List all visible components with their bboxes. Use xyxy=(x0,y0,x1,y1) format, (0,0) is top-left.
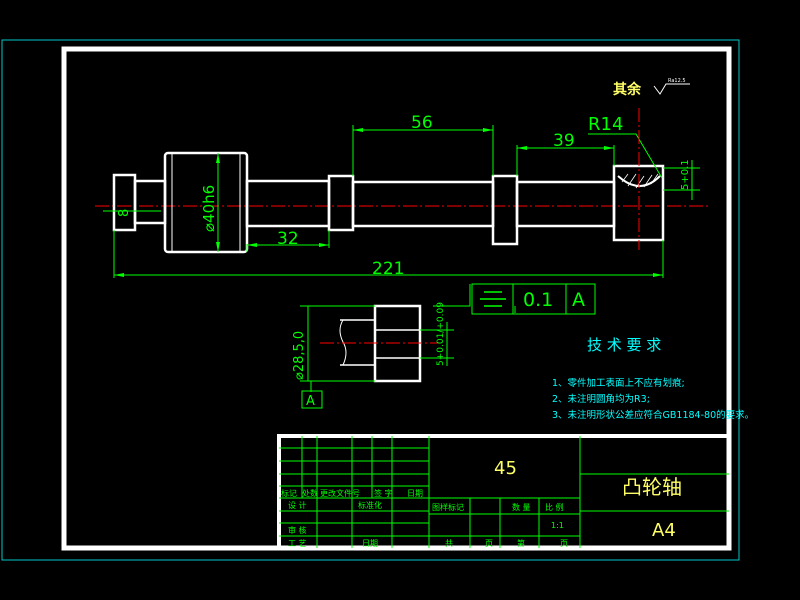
dim-8: 8 xyxy=(117,209,132,217)
feature-control-frame: 0.1 A xyxy=(471,283,596,315)
tb-part-name: 凸轮轴 xyxy=(622,475,682,499)
cam-hatch xyxy=(621,173,659,189)
roughness-value: Ra12.5 xyxy=(668,78,686,84)
tb-ratio: 比 例 xyxy=(545,502,564,512)
roughness-note: 其余 Ra12.5 xyxy=(613,78,690,98)
section-view: ⌀28,5,0 5+0.01/+0.09 0.1 A A xyxy=(292,283,596,409)
shaft-collar-2 xyxy=(491,174,519,246)
symmetry-icon xyxy=(480,291,506,307)
tb-sheet-size: A4 xyxy=(652,520,676,541)
tb-sign: 签 字 xyxy=(374,488,393,498)
tb-design: 设 计 xyxy=(288,500,307,510)
datum-box xyxy=(301,390,323,409)
inner-frame xyxy=(61,46,732,551)
tb-scale: 1:1 xyxy=(551,521,564,530)
shaft-neck xyxy=(133,179,167,225)
tb-review: 审 核 xyxy=(288,525,307,535)
dim-32: 32 xyxy=(277,229,299,249)
technical-requirements: 技 术 要 求 1、零件加工表面上不应有划痕; 2、未注明圆角均为R3; 3、未… xyxy=(552,336,754,421)
dim-221: 221 xyxy=(372,259,404,279)
dimension-texts: 56 R14 39 32 221 ⌀40h6 8 5+0.1 xyxy=(117,113,691,279)
dim-28: ⌀28,5,0 xyxy=(292,331,307,380)
tech-req-item-1: 1、零件加工表面上不应有划痕; xyxy=(552,377,685,389)
tech-req-item-2: 2、未注明圆角均为R3; xyxy=(552,393,650,405)
tb-count: 处数 xyxy=(302,488,318,498)
tb-date2: 日期 xyxy=(362,539,378,548)
tb-page2: 页 xyxy=(560,539,568,548)
dim-r14: R14 xyxy=(588,114,623,135)
tb-no: 第 xyxy=(517,538,525,548)
tb-std: 标准化 xyxy=(358,500,382,510)
tb-stage: 图样标记 xyxy=(432,502,464,512)
shaft-collar-1 xyxy=(327,174,355,232)
tb-mark: 标记 xyxy=(281,488,297,498)
shaft-section-1 xyxy=(245,179,331,228)
dimension-lines xyxy=(103,125,700,278)
tb-doc: 更改文件号 xyxy=(320,488,360,498)
roughness-label: 其余 xyxy=(613,81,642,98)
title-block: 标记 处数 更改文件号 签 字 日期 设 计 标准化 审 核 工 艺 日期 图样… xyxy=(277,434,731,550)
tech-req-title: 技 术 要 求 xyxy=(587,336,661,354)
fcf-tolerance: 0.1 xyxy=(523,289,553,311)
shaft-section-2 xyxy=(351,180,495,228)
datum-label: A xyxy=(306,394,315,409)
shaft-outline xyxy=(112,151,665,254)
dim-39: 39 xyxy=(553,131,575,151)
dimension-arrows xyxy=(114,128,663,277)
shaft-end-flange xyxy=(112,173,137,232)
tb-craft: 工 艺 xyxy=(288,539,307,548)
tech-req-item-3: 3、未注明形状公差应符合GB1184-80的要求。 xyxy=(552,409,754,421)
dim-40h6: ⌀40h6 xyxy=(200,185,218,232)
tb-material: 45 xyxy=(494,458,517,479)
dim-56: 56 xyxy=(411,113,433,133)
tb-date: 日期 xyxy=(407,489,423,498)
dim-5: 5+0.1 xyxy=(680,159,691,190)
fcf-reference: A xyxy=(572,289,585,311)
roughness-symbol-icon xyxy=(653,83,690,95)
dim-5b: 5+0.01/+0.09 xyxy=(436,302,446,366)
shaft-section-3 xyxy=(515,180,616,228)
outer-frame xyxy=(1,39,740,561)
tb-qty: 数 量 xyxy=(512,502,531,512)
tb-total: 共 xyxy=(445,539,453,548)
tb-page: 页 xyxy=(485,539,493,548)
